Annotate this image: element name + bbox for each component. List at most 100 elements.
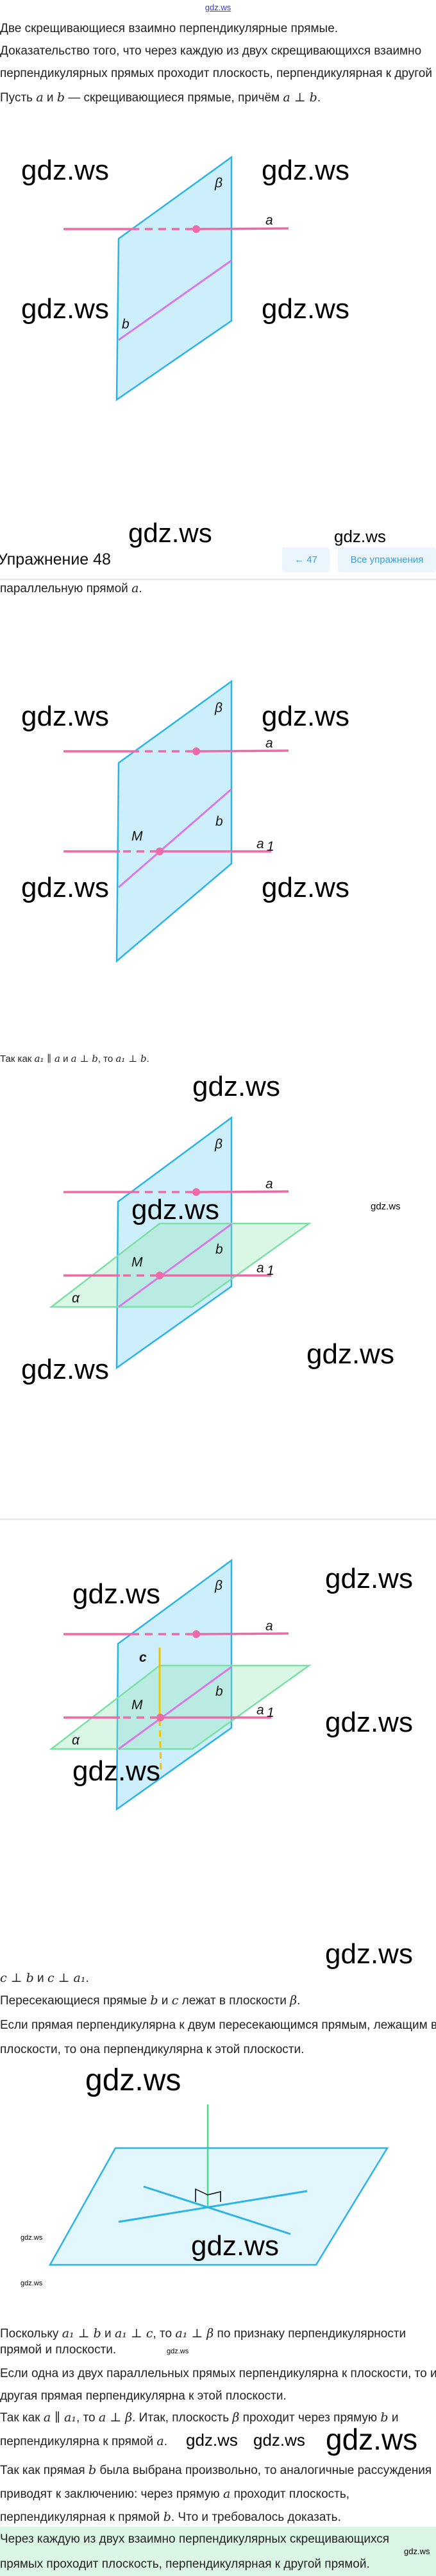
watermark: gdz.ws [167,2348,189,2355]
watermark: gdz.ws [21,872,109,903]
line-b [118,1223,232,1308]
watermark: gdz.ws [192,1071,280,1102]
text-segment: лежат в плоскости [178,1994,290,2008]
math-expression: b [88,2463,97,2477]
gdz-link[interactable]: gdz.ws [205,3,231,12]
label-a: a [265,213,273,228]
watermark: gdz.ws [262,293,349,325]
point-M [156,848,164,855]
label-a1-subscript: 1 [267,1263,274,1278]
label-b: b [215,1242,223,1257]
point [192,747,200,755]
watermark: gdz.ws [21,155,109,186]
label-a: a [265,1177,273,1191]
watermark: gdz.ws [334,527,386,546]
text-segment: плоскости, то она перпендикулярна к этой… [0,2043,305,2056]
text-line: Пересекающиеся прямые b и c лежат в плос… [0,1993,300,2008]
point [192,225,200,233]
watermark: gdz.ws [262,701,349,732]
text-line: Если прямая перпендикулярна к двум перес… [0,2018,436,2033]
math-expression: a₁ ⊥ c [114,2326,153,2341]
text-segment: Две скрещивающиеся взаимно перпендикуляр… [0,22,339,35]
text-segment: . [138,582,142,595]
plane-beta [115,1116,233,1370]
text-line: Пусть a и b — скрещивающиеся прямые, при… [0,90,321,105]
plane-alpha [49,1222,312,1308]
text-segment: перпендикулярная к прямой [0,2511,164,2524]
text-segment: и [33,1972,47,1985]
plane-alpha [49,1664,312,1750]
math-expression: β [290,1993,298,2008]
figure-1: β a b gdz.ws gdz.ws gdz.ws gdz.ws [21,155,349,402]
math-expression: a₁ ∥ a [34,1053,60,1064]
answer-text-line: прямых проходит плоскость, перпендикуляр… [0,2557,370,2572]
text-segment: и [101,2327,115,2341]
figure-2: β a b M a 1 gdz.ws gdz.ws gdz.ws gdz.ws [21,679,349,963]
math-expression: a₁ ⊥ b [62,2326,101,2341]
right-angle-mark [195,2188,221,2202]
watermark: gdz.ws [371,1201,401,1212]
math-expression: a ⊥ b [71,1053,98,1064]
math-expression: b [380,2410,389,2425]
text-segment: . [146,1053,149,1064]
watermark: gdz.ws [21,2280,43,2287]
text-segment: . Итак, плоскость [132,2411,233,2425]
watermark: gdz.ws [21,701,109,732]
text-segment: — скрещивающиеся прямые, причём [65,91,283,105]
text-line: Так как a ∥ a₁, то a ⊥ β. Итак, плоскост… [0,2410,398,2425]
header-divider [0,1519,436,1521]
math-expression: b [163,2510,171,2524]
line-a [196,227,289,230]
text-segment: , то [153,2327,176,2341]
math-expression: c ⊥ b [0,1971,34,1985]
text-segment: , то [76,2411,99,2425]
math-expression: a ⊥ β [98,2410,133,2425]
text-line: перпендикулярная к прямой b. Что и требо… [0,2509,341,2525]
watermark: gdz.ws [262,155,349,186]
all-exercises-button[interactable]: Все упражнения [338,547,436,572]
text-line: Если одна из двух параллельных прямых пе… [0,2366,436,2382]
label-alpha: α [72,1291,80,1306]
math-expression: a [222,2487,231,2501]
answer-box [0,2527,436,2576]
label-beta: β [214,701,222,715]
text-segment: перпендикулярных прямых проходит плоскос… [0,67,432,80]
watermark: gdz.ws [21,1354,109,1385]
watermark: gdz.ws [306,1338,394,1370]
watermark: gdz.ws [253,2430,305,2450]
text-line: перпендикулярных прямых проходит плоскос… [0,66,432,81]
label-M: M [131,1698,143,1712]
text-segment: и [43,91,57,105]
label-a: a [265,736,273,751]
label-M: M [131,1255,143,1270]
text-segment: прямых проходит плоскость, перпендикуляр… [0,2557,370,2571]
prev-exercise-button[interactable]: ← 47 [282,547,330,572]
figure-4: β a c b M a 1 α gdz.ws gdz.ws gdz.ws gdz… [49,1558,413,1811]
watermark: gdz.ws [128,518,212,548]
text-segment: . [317,91,321,105]
math-expression: β [232,2410,240,2425]
text-line: Так как a₁ ∥ a и a ⊥ b, то a₁ ⊥ b. [0,1051,149,1066]
text-line: другая прямая перпендикулярна к этой пло… [0,2389,287,2404]
text-segment: была выбрана произвольно, то аналогичные… [96,2464,432,2477]
plane-line [118,2190,308,2223]
math-expression: a [156,2434,164,2448]
text-segment: проходит через прямую [239,2411,381,2425]
point [192,1188,200,1196]
watermark: gdz.ws [21,2234,43,2242]
text-line: прямой и плоскости. [0,2342,116,2358]
line-b [118,1666,232,1750]
watermark: gdz.ws [72,1755,160,1787]
text-segment: Так как прямая [0,2464,88,2477]
watermark: gdz.ws [325,1707,413,1738]
exercise-title: Упражнение 48 [0,550,111,568]
label-beta: β [214,1137,222,1152]
text-segment: и [158,1994,172,2008]
label-b: b [215,1684,223,1699]
watermark: gdz.ws [72,1578,160,1610]
text-segment: по признаку перпендикулярности [214,2327,407,2341]
text-segment: проходит плоскость, [230,2487,350,2501]
point [192,1630,200,1638]
watermark: gdz.ws [131,1194,219,1225]
